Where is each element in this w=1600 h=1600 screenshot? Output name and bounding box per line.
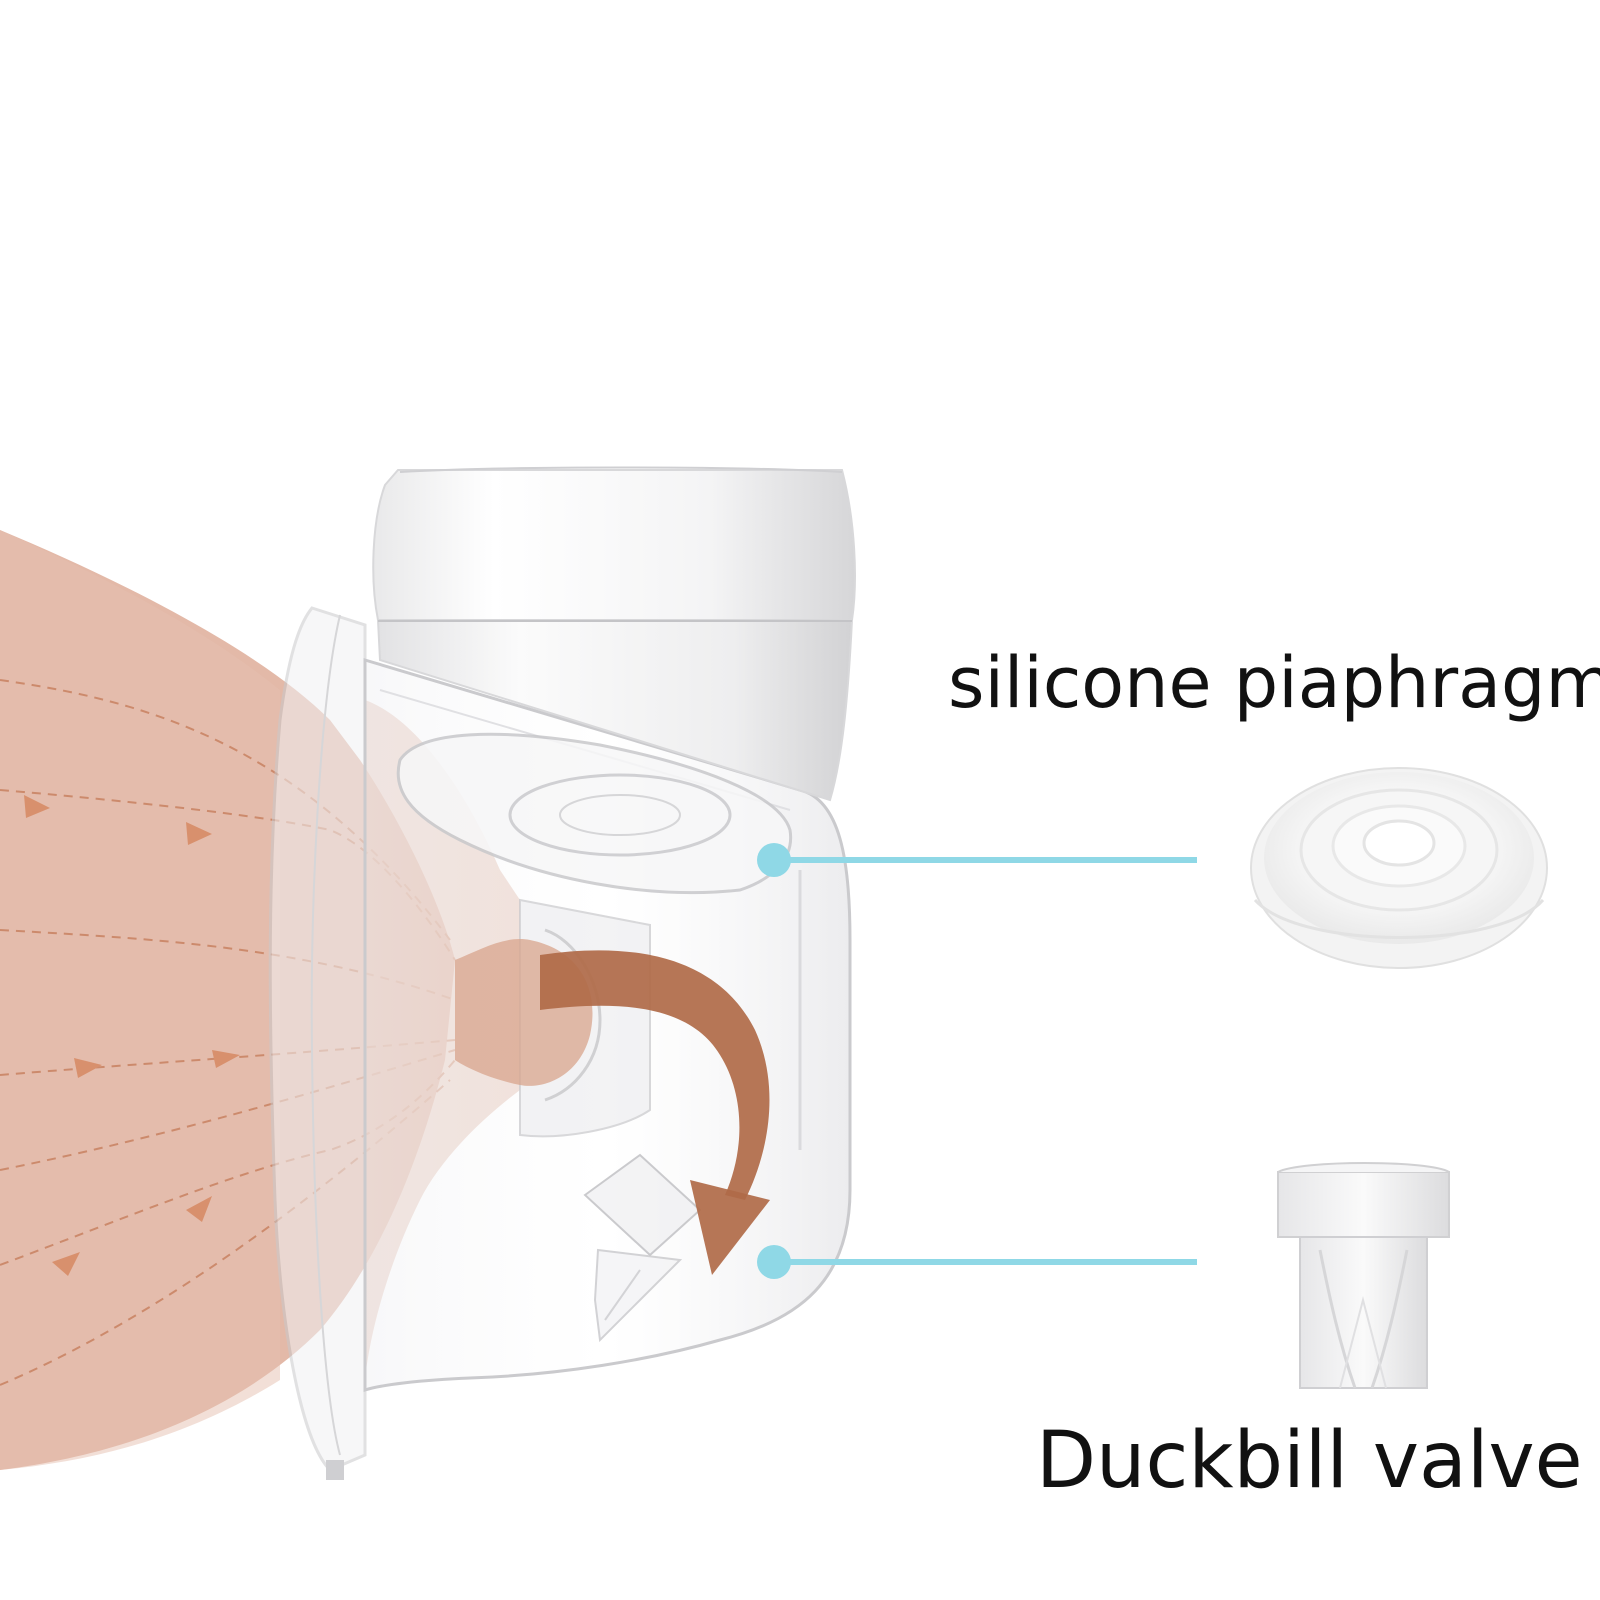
milk-flow-arrow bbox=[540, 950, 770, 1275]
callout-line-valve bbox=[757, 1245, 1197, 1279]
duct-arrow-heads bbox=[24, 795, 240, 1276]
callout-line-diaphragm bbox=[757, 843, 1197, 877]
silicone-diaphragm-label: silicone piaphragm bbox=[948, 642, 1600, 724]
duckbill-valve-label: Duckbill valve bbox=[1036, 1416, 1583, 1506]
silicone-diaphragm-part bbox=[1250, 767, 1548, 969]
inner-valve bbox=[583, 1153, 702, 1343]
duckbill-valve-part bbox=[1277, 1162, 1450, 1389]
motor-unit bbox=[372, 466, 856, 802]
flange-ring bbox=[268, 606, 367, 1480]
